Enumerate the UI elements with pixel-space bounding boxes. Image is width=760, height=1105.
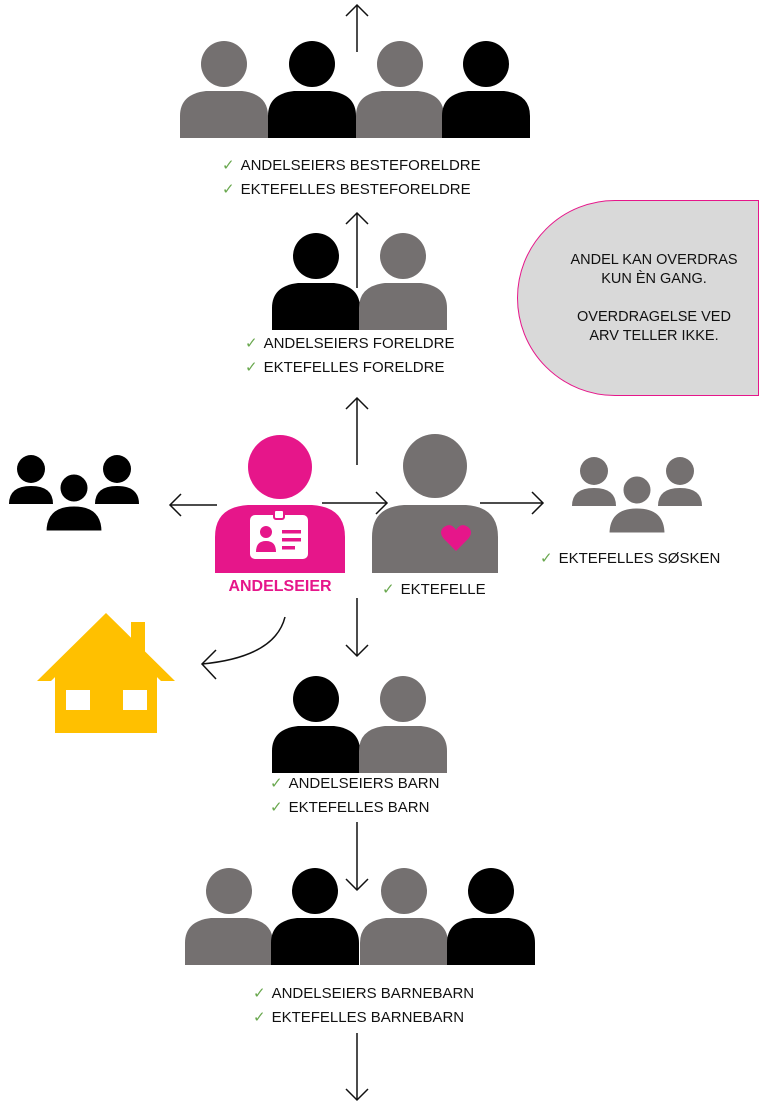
- children-label-owner: ✓ANDELSEIERS BARN: [270, 775, 440, 792]
- check-icon: ✓: [253, 1009, 266, 1026]
- check-icon: ✓: [270, 799, 283, 816]
- grandchild-person-icon: [185, 868, 273, 965]
- grandparent-person-icon: [442, 41, 530, 138]
- grandparents-group: [180, 41, 530, 138]
- grandparent-person-icon: [356, 41, 444, 138]
- grandparent-person-icon: [268, 41, 356, 138]
- grandchildren-group: [185, 868, 535, 965]
- owner-label: ANDELSEIER: [228, 578, 332, 595]
- connector-arrows: [168, 3, 545, 1102]
- parents-label-owner: ✓ANDELSEIERS FORELDRE: [245, 335, 455, 352]
- parent-person-icon: [359, 233, 447, 330]
- grandchild-person-icon: [447, 868, 535, 965]
- check-icon: ✓: [222, 181, 235, 198]
- check-icon: ✓: [382, 581, 395, 598]
- parents-label-spouse: ✓EKTEFELLES FORELDRE: [245, 359, 445, 376]
- spouse-head-icon: [403, 434, 467, 498]
- check-icon: ✓: [270, 775, 283, 792]
- spouse-siblings-group-icon: [572, 455, 702, 534]
- grandchildren-label-spouse: ✓EKTEFELLES BARNEBARN: [253, 1009, 465, 1026]
- spouse-body-icon: [372, 505, 498, 573]
- child-person-icon: [272, 676, 360, 773]
- house-icon: [37, 613, 175, 733]
- grandparent-person-icon: [180, 41, 268, 138]
- spouse-label: ✓EKTEFELLE: [382, 581, 486, 598]
- grandchildren-label-owner: ✓ANDELSEIERS BARNEBARN: [253, 985, 475, 1002]
- heart-icon: [441, 525, 471, 551]
- id-badge-icon: [250, 509, 308, 559]
- check-icon: ✓: [222, 157, 235, 174]
- grandparents-label-spouse: ✓EKTEFELLES BESTEFORELDRE: [222, 181, 471, 198]
- check-icon: ✓: [253, 985, 266, 1002]
- grandparents-label-owner: ✓ANDELSEIERS BESTEFORELDRE: [222, 157, 481, 174]
- parents-group: [272, 233, 447, 330]
- check-icon: ✓: [540, 550, 553, 567]
- parent-person-icon: [272, 233, 360, 330]
- child-person-icon: [359, 676, 447, 773]
- check-icon: ✓: [245, 359, 258, 376]
- check-icon: ✓: [245, 335, 258, 352]
- spouse-siblings-label: ✓EKTEFELLES SØSKEN: [540, 550, 721, 567]
- owner-siblings-group-icon: [9, 453, 139, 532]
- owner-person: [215, 435, 345, 573]
- spouse-person: [372, 434, 498, 573]
- grandchild-person-icon: [360, 868, 448, 965]
- children-label-spouse: ✓EKTEFELLES BARN: [270, 799, 430, 816]
- owner-head-icon: [248, 435, 312, 499]
- children-group: [272, 676, 447, 773]
- grandchild-person-icon: [271, 868, 359, 965]
